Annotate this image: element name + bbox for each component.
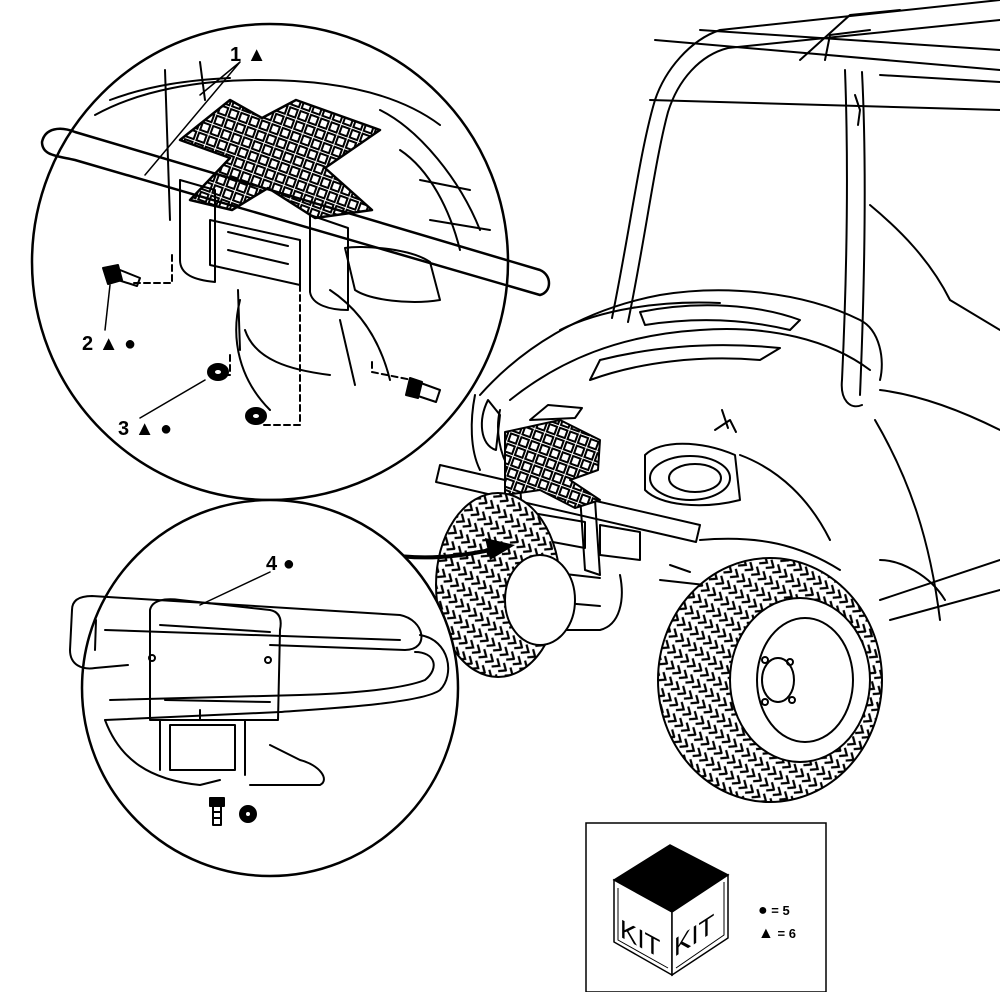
callout-4: 4 ● bbox=[266, 553, 295, 576]
callout-3-number: 3 bbox=[118, 418, 130, 440]
utility-vehicle-drawing bbox=[435, 0, 1000, 803]
callout-4-symbols: ● bbox=[282, 553, 295, 575]
legend-triangle-symbol: ▲ bbox=[758, 925, 774, 942]
callout-3: 3 ▲ ● bbox=[118, 418, 172, 441]
legend-triangle-equals: = bbox=[777, 926, 786, 941]
bolt-nut-part bbox=[209, 797, 257, 826]
legend-circle-equals: = bbox=[771, 903, 779, 918]
bolt-part bbox=[102, 264, 141, 287]
callout-1: 1 ▲ bbox=[230, 44, 266, 67]
legend-circle-symbol: ● bbox=[758, 902, 768, 919]
detail-view-brush-guard bbox=[69, 498, 460, 878]
callout-4-number: 4 bbox=[266, 553, 278, 575]
legend-circle-value: 5 bbox=[782, 903, 790, 918]
callout-3-symbols: ▲ ● bbox=[134, 418, 173, 440]
kit-legend-box bbox=[585, 822, 827, 992]
callout-2-number: 2 bbox=[82, 333, 94, 355]
callout-1-number: 1 bbox=[230, 44, 242, 66]
callout-1-symbols: ▲ bbox=[246, 44, 267, 66]
legend-triangle-value: 6 bbox=[788, 926, 796, 941]
callout-2-symbols: ▲ ● bbox=[98, 333, 137, 355]
detail-view-hood-grille bbox=[30, 22, 551, 502]
kit-cube-right-face bbox=[671, 873, 729, 977]
kit-legend-row-triangle: ▲ = 6 bbox=[758, 925, 796, 943]
kit-legend-row-circle: ● = 5 bbox=[758, 902, 790, 920]
callout-2: 2 ▲ ● bbox=[82, 333, 136, 356]
